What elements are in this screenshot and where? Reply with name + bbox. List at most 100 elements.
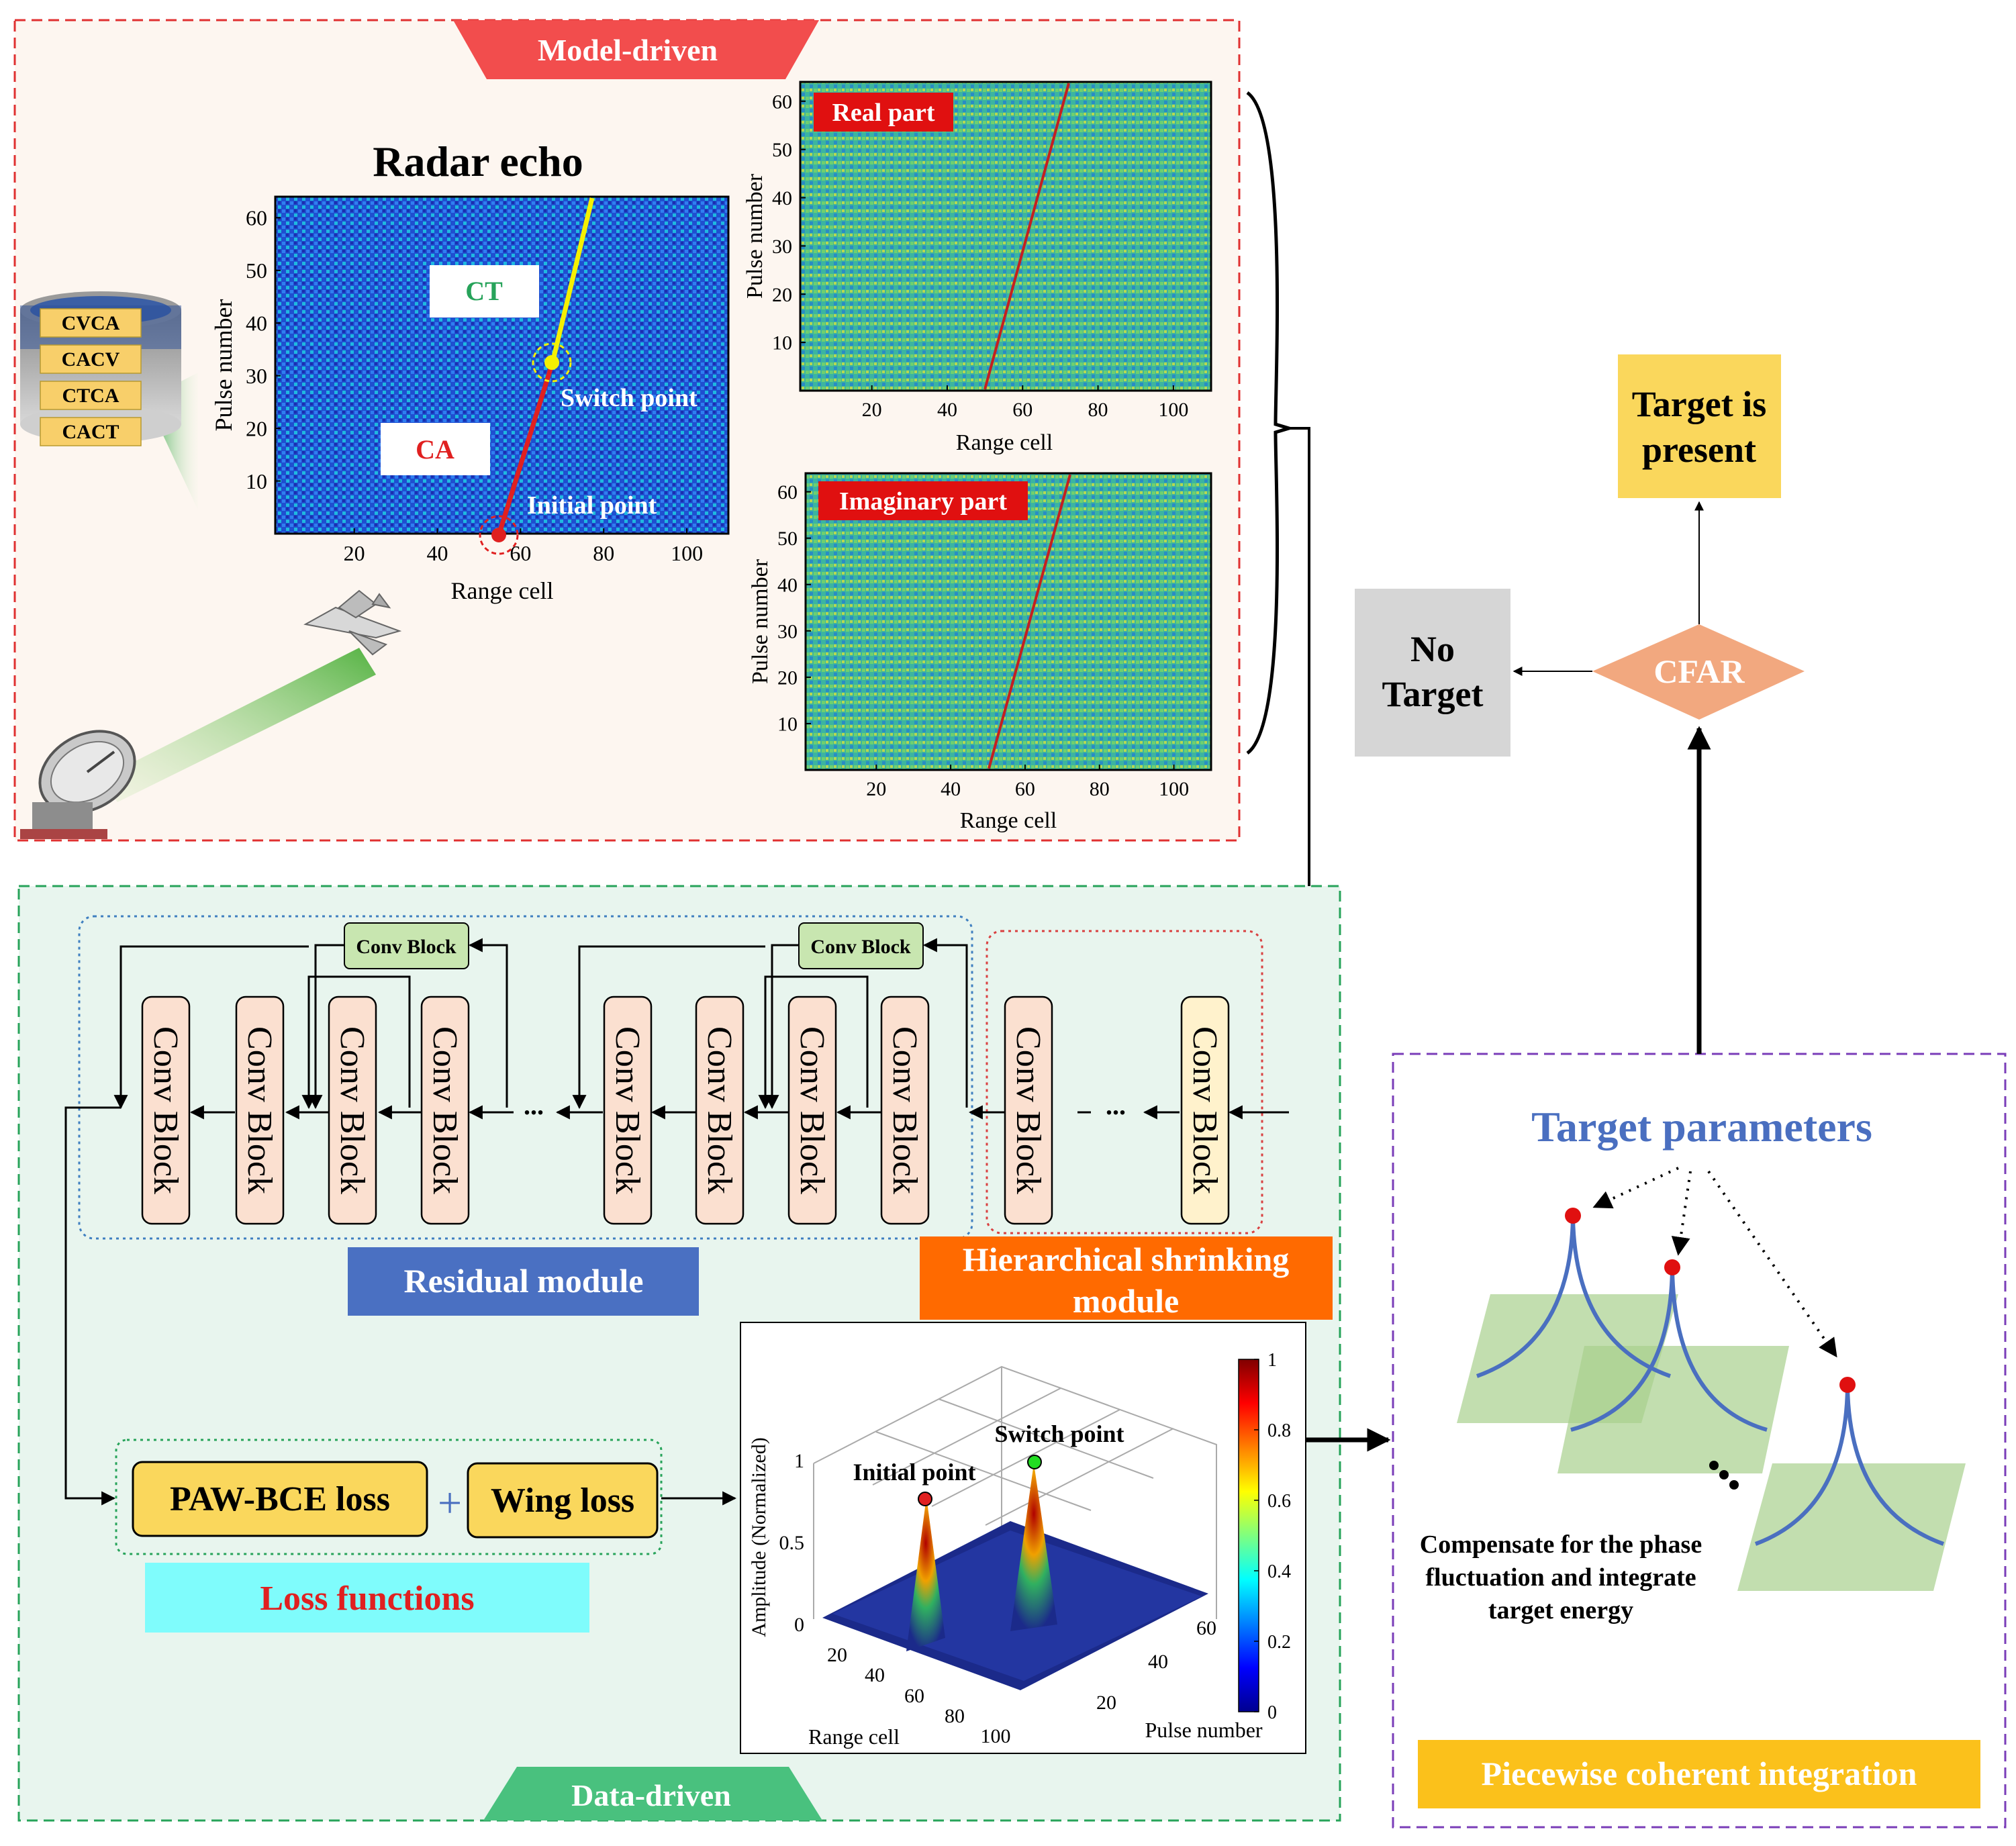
surface-initial-marker	[918, 1492, 932, 1506]
target-present-box	[1618, 354, 1781, 498]
integration-plane-3	[1737, 1463, 1966, 1591]
conv-block-label: Conv Block	[793, 1026, 831, 1194]
y-tick-label: 50	[772, 139, 792, 161]
switch-point-ring	[532, 342, 572, 383]
y-tick-label: 30	[777, 620, 798, 642]
initial-point-ring	[479, 515, 519, 555]
surface-ylabel: Pulse number	[1145, 1718, 1262, 1742]
model-driven-banner-label: Model-driven	[538, 33, 718, 67]
loss-functions-label: Loss functions	[260, 1580, 474, 1618]
conv-block	[787, 995, 837, 1225]
x-tick-label: 100	[981, 1725, 1011, 1747]
database-label-box	[40, 308, 142, 338]
conv-block-label: Conv Block	[1009, 1026, 1047, 1194]
data-driven-banner	[483, 1767, 822, 1820]
y-tick-label: 20	[246, 416, 267, 440]
y-tick-label: 20	[772, 284, 792, 306]
conv-block-chain: Conv Block Conv Block Conv Block Conv Block…	[141, 995, 1230, 1225]
x-tick-label: 60	[904, 1685, 924, 1707]
target-peak-1	[1565, 1208, 1581, 1224]
surface-zlabel: Amplitude (Normalized)	[748, 1437, 770, 1637]
radar-echo-heatmap	[274, 195, 730, 535]
skip-conv-block-1-label: Conv Block	[356, 936, 457, 958]
colorbar-tick-label: 0.2	[1267, 1632, 1291, 1653]
y-tick-label: 50	[246, 258, 267, 283]
initial-point-label: Initial point	[527, 491, 657, 520]
surface-switch-marker	[1027, 1455, 1042, 1469]
database-label-box	[40, 344, 142, 374]
x-tick-label: 20	[827, 1644, 847, 1666]
z-tick-label: 0	[794, 1614, 804, 1636]
y-tick-label: 10	[246, 469, 267, 493]
real-part-ylabel: Pulse number	[742, 173, 767, 299]
y-tick-label: 60	[246, 206, 267, 230]
y-tick-label: 20	[777, 667, 798, 689]
shrinking-module-label-1: Hierarchical shrinking	[963, 1241, 1290, 1278]
x-tick-label: 80	[593, 541, 614, 565]
target-peak-2	[1664, 1259, 1680, 1275]
x-tick-label: 100	[1158, 399, 1188, 421]
colorbar-tick-label: 0.4	[1267, 1561, 1291, 1582]
x-tick-label: 60	[1015, 778, 1035, 800]
x-tick-label: 40	[941, 778, 961, 800]
ct-label-box	[430, 265, 539, 318]
surface-colorbar	[1238, 1359, 1259, 1712]
paw-bce-loss-label: PAW-BCE loss	[170, 1480, 390, 1518]
y-tick-label: 30	[772, 236, 792, 258]
conv-block-label: Conv Block	[1186, 1026, 1224, 1194]
target-parameters-title: Target parameters	[1531, 1103, 1872, 1151]
ca-label: CA	[416, 434, 454, 465]
ca-label-box	[381, 423, 490, 475]
model-output-brace	[1246, 91, 1295, 755]
x-tick-label: 40	[427, 541, 448, 565]
ct-label: CT	[465, 276, 503, 306]
imag-part-tag-box	[818, 481, 1028, 520]
target-present-label-1: Target is	[1632, 384, 1767, 424]
y-tick-label: 40	[1148, 1651, 1168, 1673]
radar-echo-ylabel: Pulse number	[210, 299, 237, 432]
loss-functions-outline	[115, 1439, 663, 1555]
no-target-label-2: Target	[1382, 674, 1484, 714]
model-driven-banner	[453, 20, 819, 79]
y-tick-label: 10	[772, 332, 792, 354]
shrinking-module-outline	[986, 930, 1263, 1234]
y-tick-label: 60	[772, 91, 792, 113]
continuation-dots	[1709, 1461, 1739, 1490]
colorbar-tick-label: 1	[1267, 1350, 1277, 1371]
target-present-label-2: present	[1642, 430, 1756, 470]
real-part-xlabel: Range cell	[956, 430, 1053, 455]
conv-block	[1004, 995, 1053, 1225]
surface-plot-box	[813, 1365, 1217, 1619]
y-tick-label: 60	[1196, 1617, 1216, 1639]
loss-functions-box	[145, 1563, 589, 1633]
output-to-loss-connector	[64, 1106, 121, 1506]
y-tick-label: 50	[777, 528, 798, 550]
cfar-diamond	[1592, 624, 1805, 720]
conv-block	[880, 995, 930, 1225]
radar-echo-xlabel: Range cell	[451, 577, 554, 604]
radar-dish-icon	[20, 648, 376, 839]
y-tick-label: 20	[1096, 1692, 1116, 1714]
z-tick-label: 1	[794, 1450, 804, 1472]
chain-ellipsis-1: ...	[524, 1090, 544, 1120]
shrinking-module-label-2: module	[1073, 1282, 1179, 1320]
y-tick-label: 10	[777, 713, 798, 735]
database-label: CVCA	[62, 312, 120, 334]
imag-part-ylabel: Pulse number	[748, 558, 773, 684]
conv-block-label: Conv Block	[608, 1026, 646, 1194]
colorbar-tick-label: 0.6	[1267, 1491, 1291, 1512]
x-tick-label: 60	[510, 541, 531, 565]
y-tick-label: 40	[777, 574, 798, 596]
x-tick-label: 80	[1088, 399, 1108, 421]
colorbar-tick-label: 0	[1267, 1702, 1277, 1723]
x-tick-label: 80	[945, 1705, 965, 1727]
imag-part-xlabel: Range cell	[960, 808, 1057, 833]
conv-block	[695, 995, 745, 1225]
data-driven-banner-label: Data-driven	[571, 1778, 731, 1812]
